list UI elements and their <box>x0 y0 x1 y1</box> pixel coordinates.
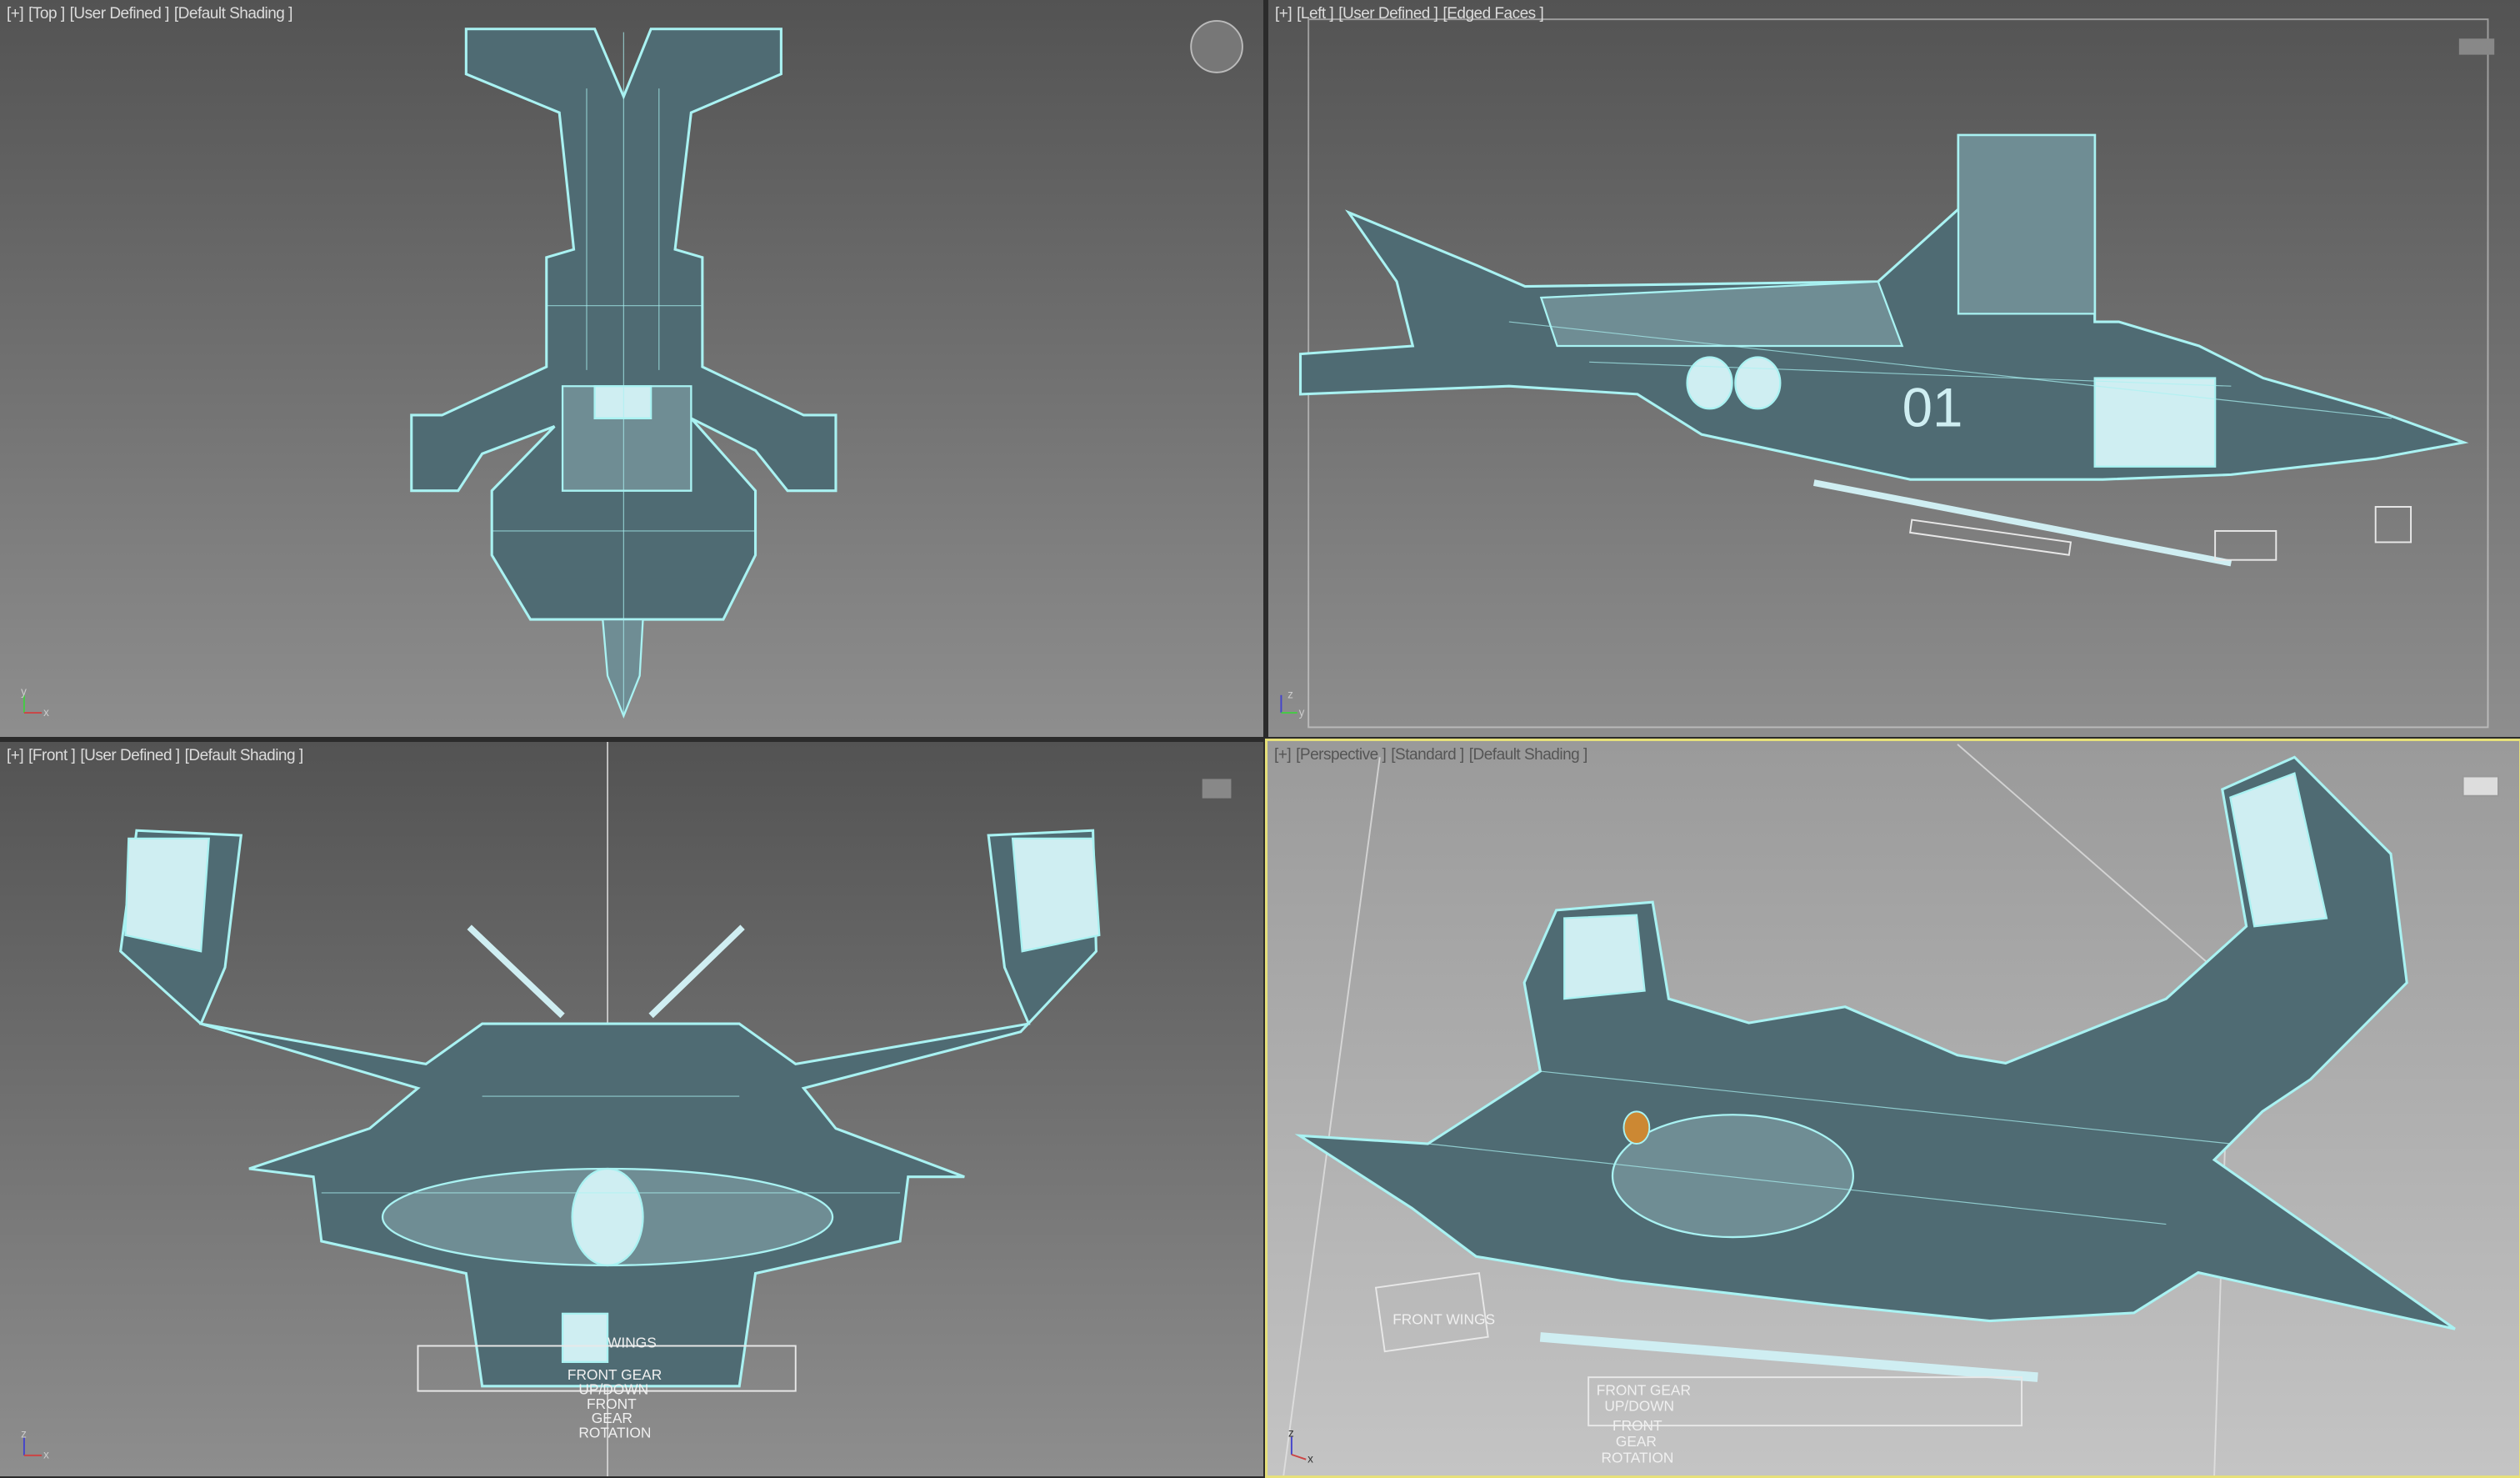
viewport-perspective[interactable]: FRONT WINGS FRONT GEAR UP/DOWN FRONT GEA… <box>1265 739 2520 1478</box>
view-preset[interactable]: [User Defined ] <box>1338 5 1438 23</box>
svg-text:z: z <box>1288 1427 1294 1440</box>
svg-text:FRONT GEAR: FRONT GEAR <box>1597 1381 1691 1398</box>
axis-tripod-icon: yx <box>21 685 49 719</box>
svg-text:ROTATION: ROTATION <box>1602 1450 1674 1466</box>
shading-mode[interactable]: [Default Shading ] <box>184 747 304 764</box>
viewcube-icon[interactable] <box>1190 20 1243 73</box>
axis-tripod-icon: zx <box>1288 1427 1313 1465</box>
shading-mode[interactable]: [Default Shading ] <box>173 5 293 23</box>
svg-text:y: y <box>21 685 27 698</box>
viewcube-icon[interactable] <box>2458 38 2495 55</box>
view-type[interactable]: [Left ] <box>1297 5 1334 23</box>
left-view-model: 01 zy <box>1280 18 2495 729</box>
svg-text:z: z <box>21 1428 27 1440</box>
svg-text:x: x <box>1308 1453 1313 1465</box>
svg-text:z: z <box>1288 689 1293 701</box>
svg-text:FRONT: FRONT <box>1612 1417 1662 1434</box>
svg-text:y: y <box>1299 706 1305 719</box>
svg-text:FRONT GEAR: FRONT GEAR <box>568 1366 662 1383</box>
hull-number: 01 <box>1902 377 1963 438</box>
viewport-front[interactable]: WINGS FRONT GEAR UP/DOWN FRONT GEAR ROTA… <box>0 742 1263 1476</box>
view-preset[interactable]: [User Defined ] <box>80 747 180 764</box>
shading-mode[interactable]: [Default Shading ] <box>1468 746 1588 764</box>
viewport-menu[interactable]: [+] <box>1274 746 1292 764</box>
svg-text:ROTATION: ROTATION <box>578 1425 651 1441</box>
viewport-menu[interactable]: [+] <box>7 5 24 23</box>
front-view-model: WINGS FRONT GEAR UP/DOWN FRONT GEAR ROTA… <box>21 742 1232 1476</box>
view-type[interactable]: [Top ] <box>28 5 65 23</box>
viewport-menu[interactable]: [+] <box>7 747 24 764</box>
svg-text:x: x <box>43 706 49 719</box>
viewcube-icon[interactable] <box>1202 779 1232 799</box>
shading-mode[interactable]: [Edged Faces ] <box>1442 5 1544 23</box>
svg-text:GEAR: GEAR <box>1616 1433 1657 1450</box>
view-type[interactable]: [Front ] <box>28 747 76 764</box>
svg-text:x: x <box>43 1449 49 1461</box>
view-type[interactable]: [Perspective ] <box>1296 746 1387 764</box>
axis-tripod-icon: zx <box>21 1428 49 1461</box>
viewport-menu[interactable]: [+] <box>1275 5 1292 23</box>
view-preset[interactable]: [Standard ] <box>1391 746 1464 764</box>
svg-text:WINGS: WINGS <box>608 1334 657 1350</box>
svg-text:FRONT: FRONT <box>587 1395 637 1412</box>
viewport-label[interactable]: [+][Perspective ][Standard ][Default Sha… <box>1274 746 1592 764</box>
view-preset[interactable]: [User Defined ] <box>69 5 170 23</box>
viewcube-icon[interactable] <box>2462 775 2499 797</box>
perspective-view-model: FRONT WINGS FRONT GEAR UP/DOWN FRONT GEA… <box>1282 744 2499 1475</box>
viewport-label[interactable]: [+] [Left ][User Defined ][Edged Faces ] <box>1275 5 1548 23</box>
axis-tripod-icon: zy <box>1280 689 1305 719</box>
svg-text:UP/DOWN: UP/DOWN <box>1604 1398 1674 1415</box>
viewport-label[interactable]: [+][Front ][User Defined ][Default Shadi… <box>7 747 308 765</box>
svg-text:FRONT WINGS: FRONT WINGS <box>1392 1310 1495 1327</box>
svg-text:UP/DOWN: UP/DOWN <box>578 1380 648 1397</box>
viewport-label[interactable]: [+][Top ][User Defined ][Default Shading… <box>7 5 298 23</box>
top-view-model: yx <box>21 20 1243 719</box>
svg-text:GEAR: GEAR <box>592 1410 632 1426</box>
